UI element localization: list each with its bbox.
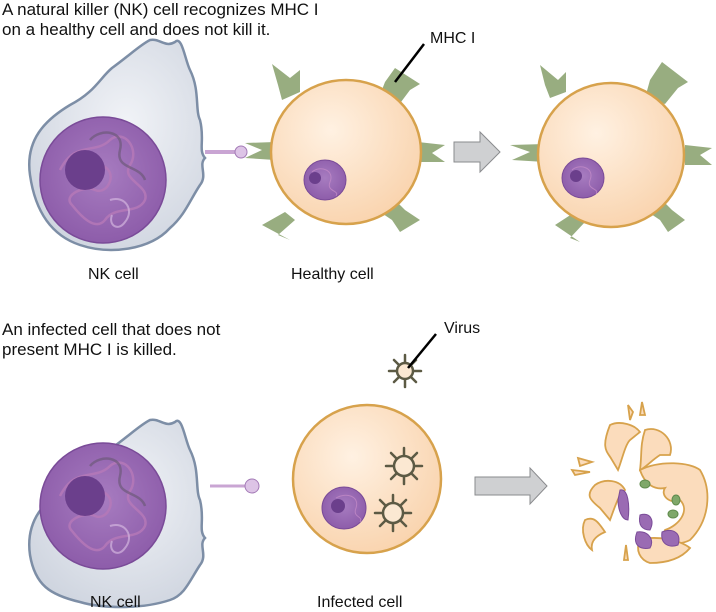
bottom-caption-line2: present MHC I is killed. [2, 340, 177, 359]
lysed-organelles [639, 479, 681, 519]
arrow-icon [474, 466, 548, 506]
virus-inside-1 [384, 446, 424, 486]
bottom-caption: An infected cell that does not present M… [2, 320, 220, 360]
mhc-callout-label: MHC I [430, 30, 476, 47]
healthy-cell-survived [510, 62, 712, 242]
nk-cell-label-top: NK cell [88, 266, 139, 283]
nk-cell-label-bottom: NK cell [90, 594, 141, 611]
virus-callout-line [407, 333, 437, 369]
nk-cell-bottom [27, 418, 260, 609]
lysed-nucleus-fragments [617, 489, 680, 549]
virus-inside-2 [373, 493, 413, 533]
top-caption: A natural killer (NK) cell recognizes MH… [2, 0, 318, 40]
mhc-callout-line [394, 43, 425, 83]
infected-cell-label: Infected cell [317, 594, 403, 611]
nk-cell-top [27, 38, 248, 252]
top-caption-line1: A natural killer (NK) cell recognizes MH… [2, 0, 319, 19]
arrow-icon [453, 130, 501, 174]
healthy-cell-label: Healthy cell [291, 266, 374, 283]
virus-callout-label: Virus [444, 320, 481, 337]
top-caption-line2: on a healthy cell and does not kill it. [2, 20, 271, 39]
infected-cell [291, 403, 443, 555]
bottom-caption-line1: An infected cell that does not [2, 320, 221, 339]
healthy-cell-top [245, 64, 445, 240]
